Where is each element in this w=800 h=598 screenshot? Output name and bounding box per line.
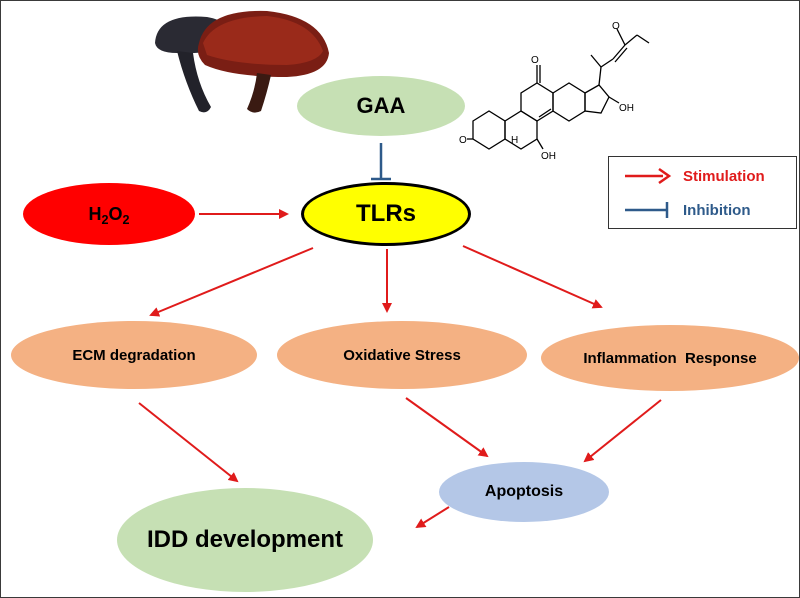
inhibition-gaa-to-tlrs — [371, 143, 391, 181]
ecm-degradation-label: ECM degradation — [72, 346, 196, 364]
arrow-oxidative-to-apoptosis — [405, 397, 489, 458]
inflammation-response-label: Inflammation Response — [583, 349, 757, 367]
h2o2-node: H2O2 — [23, 183, 195, 245]
apoptosis-node: Apoptosis — [439, 462, 609, 522]
oxidative-stress-label: Oxidative Stress — [343, 346, 461, 364]
ganoderma-mushroom-image — [155, 10, 329, 113]
gaa-node: GAA — [297, 76, 465, 136]
arrow-apoptosis-to-idd — [415, 506, 450, 529]
apoptosis-label: Apoptosis — [484, 483, 564, 500]
arrow-inflammation-to-apoptosis — [583, 399, 662, 463]
h2o2-label: H2O2 — [88, 203, 130, 227]
svg-text:O: O — [612, 21, 620, 32]
ecm-degradation-node: ECM degradation — [11, 321, 257, 389]
arrow-tlrs-to-inflammation — [462, 245, 603, 309]
legend-stimulation-label: Stimulation — [683, 167, 765, 185]
stimulation-arrow-icon — [625, 167, 672, 185]
inflammation-response-node: Inflammation Response — [541, 325, 799, 391]
svg-text:OH: OH — [541, 151, 556, 162]
svg-text:O: O — [531, 55, 539, 66]
arrow-ecm-to-idd — [138, 402, 239, 483]
legend-inhibition-label: Inhibition — [683, 201, 751, 219]
idd-development-node: IDD development — [117, 488, 373, 592]
idd-development-label: IDD development — [146, 526, 344, 553]
arrow-tlrs-to-ecm — [149, 247, 314, 317]
legend: Stimulation Inhibition — [608, 156, 797, 229]
oxidative-stress-node: Oxidative Stress — [277, 321, 527, 389]
tlrs-label: TLRs — [356, 200, 416, 227]
svg-text:O: O — [459, 135, 467, 146]
legend-stimulation: Stimulation — [623, 164, 765, 188]
legend-inhibition: Inhibition — [623, 198, 750, 222]
ganoderic-acid-structure: O O O OH OH H — [459, 21, 650, 162]
svg-text:H: H — [511, 135, 518, 146]
tlrs-node: TLRs — [301, 182, 471, 246]
svg-text:OH: OH — [619, 103, 634, 114]
gaa-label: GAA — [356, 93, 406, 118]
inhibition-tbar-icon — [625, 202, 669, 218]
